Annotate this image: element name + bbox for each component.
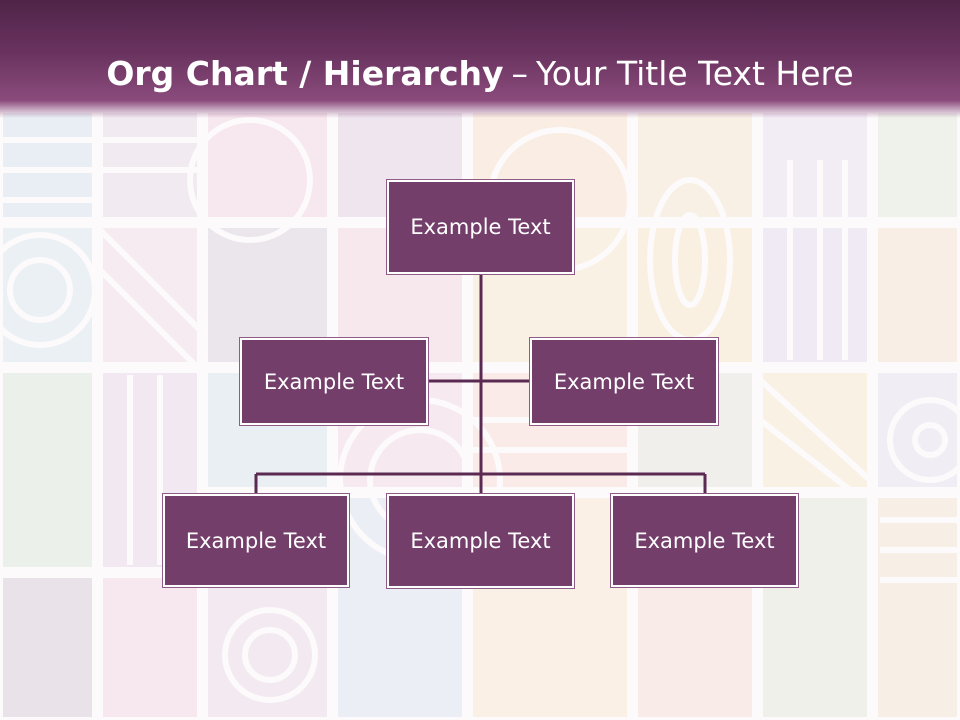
title-bar — [0, 0, 960, 118]
org-node-child-2[interactable]: Example Text — [387, 494, 574, 588]
org-node-child-1[interactable]: Example Text — [163, 494, 349, 587]
org-node-child-3[interactable]: Example Text — [611, 494, 798, 587]
slide-title-rest: Your Title Text Here — [536, 54, 854, 93]
slide-title-separator: – — [511, 54, 529, 93]
slide-title-bold: Org Chart / Hierarchy — [106, 54, 504, 93]
slide-title: Org Chart / Hierarchy–Your Title Text He… — [0, 52, 960, 96]
org-node-assistant-right[interactable]: Example Text — [530, 338, 718, 425]
org-node-assistant-left[interactable]: Example Text — [240, 338, 428, 425]
org-node-root[interactable]: Example Text — [387, 180, 574, 274]
